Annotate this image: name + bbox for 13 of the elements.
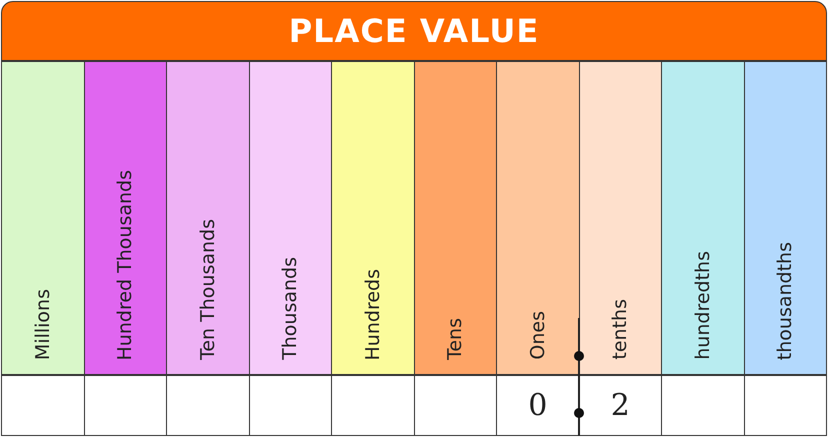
place-name: Ten Thousands — [196, 218, 219, 360]
place-name: Millions — [32, 288, 54, 360]
place-name: Ones — [526, 311, 549, 360]
place-name: tenths — [609, 299, 632, 360]
place-name: Hundred Thousands — [114, 170, 136, 360]
title: PLACE VALUE — [288, 12, 540, 50]
digit: 0 — [528, 388, 548, 423]
place-name: hundredths — [692, 251, 714, 360]
place-name: Hundreds — [362, 268, 384, 360]
place-name: Tens — [444, 318, 466, 360]
place-name: thousandths — [774, 242, 796, 360]
digit: 2 — [610, 388, 630, 423]
place-name: Thousands — [279, 257, 302, 360]
